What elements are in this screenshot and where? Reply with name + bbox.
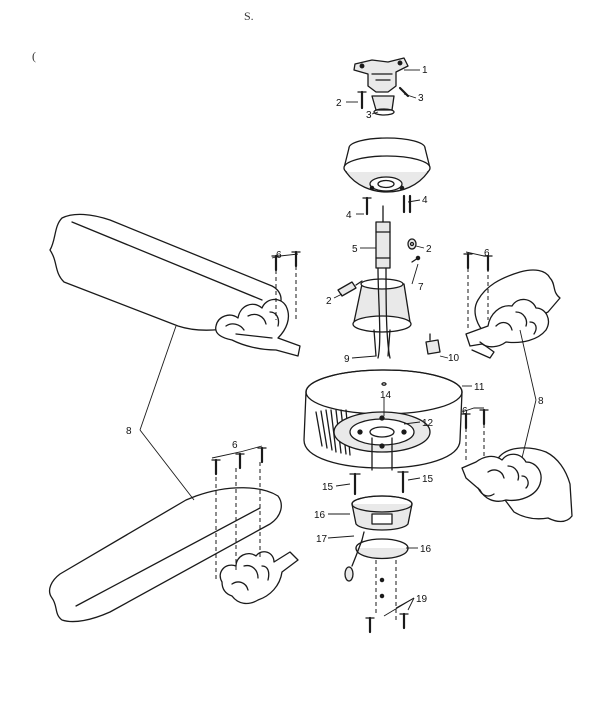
callout-15-left: 15 — [322, 482, 334, 493]
callout-4-left: 4 — [346, 210, 352, 221]
page-mark-left: ( — [32, 49, 36, 63]
page-mark-top: S. — [244, 9, 254, 23]
callout-12: 12 — [422, 418, 434, 429]
callout-6-upper-left: 6 — [276, 250, 282, 261]
leader-lines — [139, 69, 537, 617]
callout-16-housing: 16 — [314, 510, 326, 521]
callout-2-screw: 2 — [336, 98, 342, 109]
blade-iron-upper-left — [215, 298, 301, 357]
switch-housing — [351, 495, 413, 549]
canopy-screws — [362, 194, 412, 216]
callout-8-left: 8 — [126, 426, 132, 437]
callout-5: 5 — [352, 244, 358, 255]
blade-iron-lower-left — [219, 551, 299, 605]
pull-chain — [344, 539, 363, 582]
callout-3-left: 3 — [366, 110, 372, 121]
motor-screws — [349, 470, 409, 496]
coupling-cover — [352, 278, 412, 357]
callout-6-lower-right: 6 — [462, 406, 468, 417]
callouts: 1 2 3 3 4 4 5 2 2 7 9 10 11 14 12 15 15 … — [126, 65, 544, 605]
blade-screws-lower-left — [211, 446, 267, 582]
callout-14: 14 — [380, 390, 392, 401]
motor-housing — [303, 369, 463, 471]
mounting-bracket — [353, 57, 409, 116]
switch-cover — [355, 538, 409, 560]
blade-screws-lower-right — [461, 408, 489, 462]
callout-8-right: 8 — [538, 396, 544, 407]
blade-lower-left — [48, 487, 282, 623]
downrod-pin — [407, 238, 417, 250]
callout-4-right: 4 — [422, 195, 428, 206]
wire-connector — [425, 333, 441, 355]
callout-6-lower-left: 6 — [232, 440, 238, 451]
callout-7: 7 — [418, 282, 424, 293]
set-screw — [337, 280, 363, 297]
downrod — [375, 205, 391, 269]
blade-iron-lower-right — [461, 453, 542, 502]
callout-11: 11 — [474, 382, 485, 393]
small-pin — [411, 255, 421, 263]
callout-3-right: 3 — [418, 93, 424, 104]
callout-1: 1 — [422, 65, 428, 76]
callout-9: 9 — [344, 354, 350, 365]
callout-2-pin: 2 — [426, 244, 432, 255]
switch-cover-screws — [365, 560, 409, 634]
canopy — [343, 137, 431, 193]
callout-17: 17 — [316, 534, 328, 545]
callout-19: 19 — [416, 594, 428, 605]
wires — [377, 267, 391, 359]
callout-10: 10 — [448, 353, 460, 364]
blade-screws-upper-right — [463, 252, 493, 330]
callout-6-upper-right: 6 — [484, 248, 490, 259]
blade-iron-upper-right — [465, 298, 550, 359]
callout-2-setscrew: 2 — [326, 296, 332, 307]
callout-15-right: 15 — [422, 474, 434, 485]
callout-16-cover: 16 — [420, 544, 432, 555]
